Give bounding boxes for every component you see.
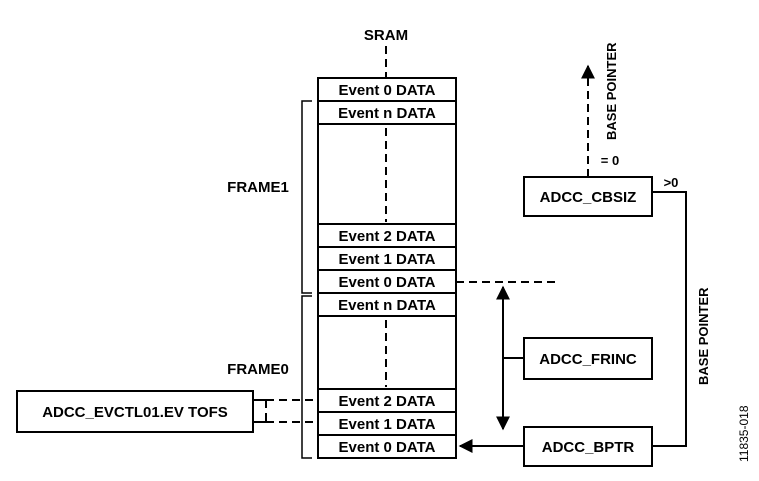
sram-title: SRAM: [364, 27, 408, 44]
base-pointer-top-label: BASE POINTER: [604, 42, 619, 140]
gt-zero-path: [652, 191, 687, 447]
frame1-cells: Event 0 DATA Event n DATA Event 2 DATA E…: [318, 82, 456, 294]
adcc-bptr-box: [523, 426, 653, 467]
frame1-cell-eventn: Event n DATA: [338, 105, 436, 122]
frame0-cell-eventn: Event n DATA: [338, 297, 436, 314]
adcc-evctl-box: [16, 390, 254, 433]
adcc-bptr-label: ADCC_BPTR: [542, 439, 635, 456]
frame0-brace: [301, 295, 312, 459]
adcc-frinc-label: ADCC_FRINC: [539, 351, 637, 368]
frame1-cell-event2: Event 2 DATA: [339, 228, 436, 245]
frame0-cell-event2: Event 2 DATA: [339, 393, 436, 410]
frame1-cell-event0: Event 0 DATA: [339, 274, 436, 291]
gt-zero-label: >0: [664, 175, 679, 190]
base-pointer-right-label: BASE POINTER: [696, 287, 711, 385]
figure-id: 11835-018: [737, 405, 751, 462]
adcc-evctl-label: ADCC_EVCTL01.EV TOFS: [42, 404, 228, 421]
adcc-cbsiz-label: ADCC_CBSIZ: [540, 189, 637, 206]
frame1-cell-event1: Event 1 DATA: [339, 251, 436, 268]
frame1-brace: [301, 100, 312, 294]
frame1-label: FRAME1: [227, 179, 289, 196]
eq-zero-label: = 0: [601, 153, 619, 168]
frame0-cell-event1: Event 1 DATA: [339, 416, 436, 433]
frame0-label: FRAME0: [227, 361, 289, 378]
frame0-cell-event0: Event 0 DATA: [339, 439, 436, 456]
frame0-cells: Event n DATA Event 2 DATA Event 1 DATA E…: [318, 297, 456, 456]
frame1-cell-event0-top: Event 0 DATA: [339, 82, 436, 99]
